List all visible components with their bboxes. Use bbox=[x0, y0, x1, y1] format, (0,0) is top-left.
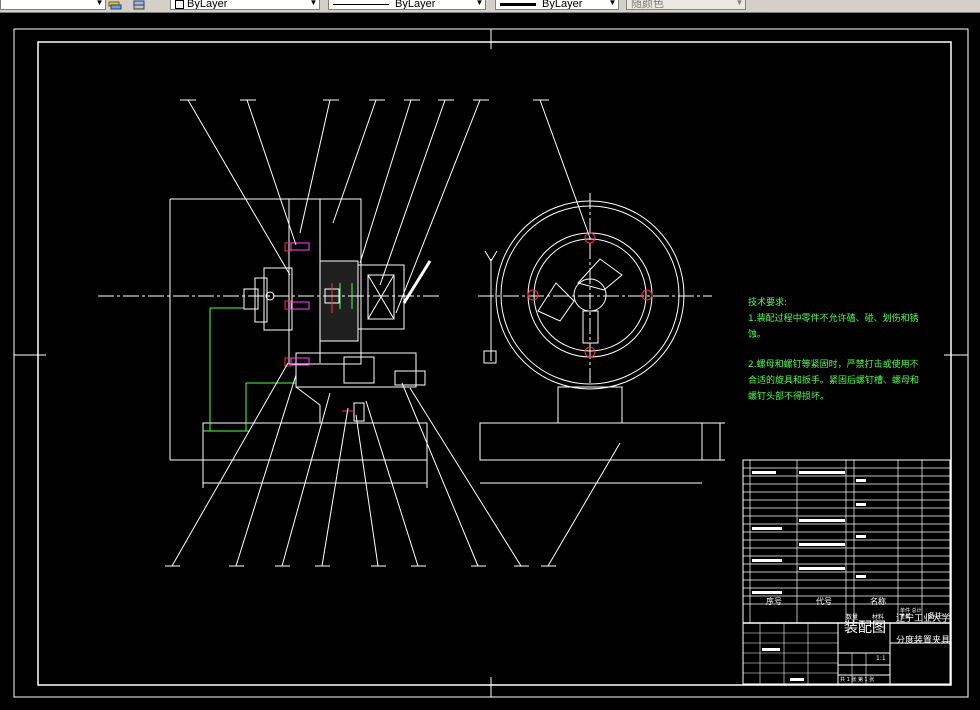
properties-toolbar: ▼ ByLayer ▼ ByLayer ▼ ByLayer ▼ 随颜色 ▼ bbox=[0, 0, 980, 13]
drawing-title: 装配图 bbox=[844, 620, 886, 636]
linetype-sample bbox=[333, 3, 389, 5]
scale-value: 1:1 bbox=[876, 655, 886, 662]
bom-header-code: 代号 bbox=[816, 597, 832, 606]
bom-header-name: 名称 bbox=[870, 597, 886, 606]
plotstyle-dropdown-value: 随颜色 bbox=[631, 0, 664, 10]
bom-header-remark: 备注 bbox=[928, 612, 942, 620]
tech-req-item-1: 1.装配过程中零件不允许磕、碰、划伤和锈蚀。 bbox=[748, 314, 919, 340]
layer-dropdown[interactable]: ▼ bbox=[0, 0, 106, 10]
layer-manager-icon[interactable] bbox=[108, 0, 122, 10]
chevron-down-icon: ▼ bbox=[475, 0, 484, 7]
linetype-dropdown-value: ByLayer bbox=[395, 0, 436, 10]
university-name: 辽宁工业大学 bbox=[896, 614, 951, 624]
tech-req-heading: 技术要求: bbox=[748, 298, 788, 308]
lineweight-dropdown[interactable]: ByLayer ▼ bbox=[495, 0, 619, 10]
chevron-down-icon: ▼ bbox=[608, 0, 617, 7]
color-swatch bbox=[175, 0, 184, 9]
bom-header-qty: 数量 bbox=[846, 614, 859, 621]
main-body-block bbox=[288, 198, 362, 365]
drawing-canvas[interactable]: 技术要求: 1.装配过程中零件不允许磕、碰、划伤和锈蚀。 2.螺母和螺钉等紧固时… bbox=[0, 13, 980, 710]
part-name: 分度装置夹具 bbox=[896, 636, 951, 646]
inner-frame bbox=[37, 41, 952, 686]
color-dropdown[interactable]: ByLayer ▼ bbox=[170, 0, 320, 10]
tech-req-item-2: 2.螺母和螺钉等紧固时，严禁打击或使用不合适的旋具和扳手。紧固后螺钉槽、螺母和螺… bbox=[748, 360, 920, 402]
chevron-down-icon: ▼ bbox=[309, 0, 318, 7]
layer-previous-icon[interactable] bbox=[132, 0, 146, 10]
plotstyle-dropdown[interactable]: 随颜色 ▼ bbox=[626, 0, 746, 10]
bom-header-material: 材料 bbox=[872, 614, 885, 621]
outer-disk bbox=[495, 200, 685, 390]
color-dropdown-value: ByLayer bbox=[187, 0, 228, 10]
base-plate-right bbox=[479, 422, 703, 461]
lower-cylinder bbox=[295, 352, 417, 388]
bom-header-weight: 单件 总计 重量 bbox=[900, 608, 922, 620]
chevron-down-icon: ▼ bbox=[95, 0, 104, 7]
base-plate-left bbox=[202, 422, 428, 461]
bom-header-seq: 序号 bbox=[766, 597, 782, 606]
chevron-down-icon: ▼ bbox=[735, 0, 744, 7]
sheet-info: 共 1 张 第 1 张 bbox=[840, 677, 875, 683]
cad-drawing bbox=[13, 28, 969, 698]
technical-requirements: 技术要求: 1.装配过程中零件不允许磕、碰、划伤和锈蚀。 2.螺母和螺钉等紧固时… bbox=[748, 295, 920, 405]
chuck-body bbox=[263, 267, 293, 331]
linetype-dropdown[interactable]: ByLayer ▼ bbox=[328, 0, 486, 10]
lineweight-dropdown-value: ByLayer bbox=[542, 0, 583, 10]
pedestal bbox=[557, 386, 623, 424]
lineweight-sample bbox=[500, 2, 536, 6]
